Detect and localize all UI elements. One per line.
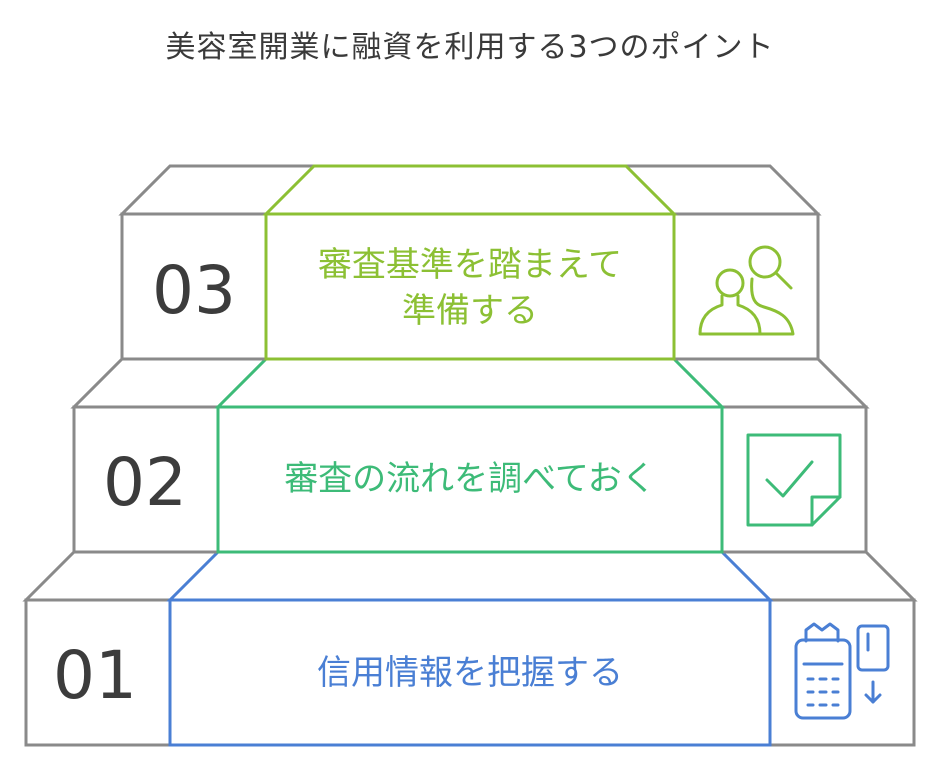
- step-03-number: 03: [152, 252, 236, 329]
- step-02-highlight-top: [214, 357, 726, 409]
- step-03-highlight-top: [262, 164, 678, 216]
- payment-terminal-icon: [794, 622, 890, 720]
- step-01-number: 01: [53, 637, 137, 714]
- page-title: 美容室開業に融資を利用する3つのポイント: [165, 30, 775, 65]
- checklist-note-icon: [746, 433, 842, 527]
- step-01-highlight-top: [166, 550, 774, 602]
- step-02-label: 審査の流れを調べておく: [284, 459, 656, 499]
- step-03-label-line-1: 審査基準を踏まえて: [318, 245, 622, 285]
- step-02-highlight-front: [216, 405, 724, 554]
- step-03-label-line-2: 準備する: [402, 291, 538, 331]
- people-search-icon: [698, 245, 795, 336]
- step-01-highlight-front: [168, 598, 772, 747]
- step-02-number: 02: [103, 444, 187, 521]
- step-03: 03 審査基準を踏まえて 準備する: [118, 164, 822, 361]
- step-03-highlight-front: [264, 212, 676, 361]
- step-01-label: 信用情報を把握する: [317, 653, 623, 693]
- step-02: 02 審査の流れを調べておく: [70, 357, 870, 554]
- step-01: 01 信用情報を把握する: [22, 550, 918, 747]
